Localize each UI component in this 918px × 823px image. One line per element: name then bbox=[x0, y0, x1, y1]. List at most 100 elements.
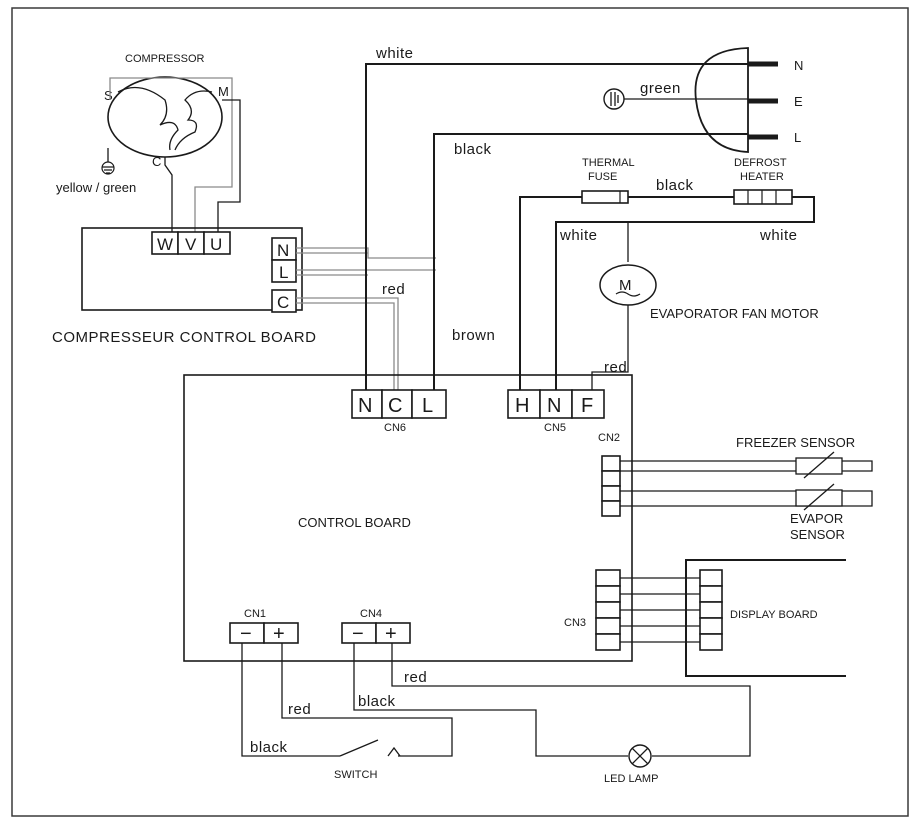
switch: SWITCH bbox=[334, 739, 401, 781]
cn4-plus: + bbox=[385, 623, 397, 645]
wire-cn1-black-label: black bbox=[250, 739, 288, 756]
plug-pin-e: E bbox=[794, 94, 803, 109]
switch-label: SWITCH bbox=[334, 769, 377, 781]
thermal-fuse: THERMAL FUSE bbox=[581, 157, 635, 204]
wire-black-fuse-label: black bbox=[656, 177, 694, 194]
display-board: DISPLAY BOARD bbox=[620, 559, 846, 677]
compressor-board-label: COMPRESSEUR CONTROL BOARD bbox=[52, 329, 316, 346]
cn1-label: CN1 bbox=[244, 608, 266, 620]
connector-cn5: H N F CN5 bbox=[507, 389, 605, 434]
compressor-title: COMPRESSOR bbox=[125, 53, 205, 65]
cn5-pin-h: H bbox=[515, 395, 529, 417]
mains-plug: N E L green bbox=[603, 47, 803, 153]
connector-cn3: CN3 bbox=[564, 569, 621, 651]
compressor-board-pin-l: L bbox=[279, 263, 288, 282]
wire-white-label: white bbox=[375, 45, 414, 62]
connector-cn1: CN1 − + bbox=[229, 608, 299, 645]
compressor-board-pin-v: V bbox=[185, 235, 197, 254]
ground-icon bbox=[101, 161, 115, 175]
compressor-board-pin-w: W bbox=[157, 235, 173, 254]
compressor: COMPRESSOR S M C yellow / green bbox=[56, 53, 229, 195]
wire-cn4-red bbox=[391, 643, 751, 757]
connector-cn2: CN2 bbox=[598, 432, 621, 517]
compressor-pin-m: M bbox=[218, 84, 229, 99]
wire-cn4-black-label: black bbox=[358, 693, 396, 710]
wire-cn4-red-label: red bbox=[404, 669, 427, 686]
compressor-board-pin-c: C bbox=[277, 293, 289, 312]
wire-white-left-label: white bbox=[559, 227, 598, 244]
wire-black-l bbox=[433, 133, 748, 392]
wire-black-label: black bbox=[454, 141, 492, 158]
wire-cn1-red bbox=[281, 643, 453, 757]
freezer-sensor-label: FREEZER SENSOR bbox=[736, 435, 855, 450]
wire-brown bbox=[519, 196, 582, 392]
display-board-box bbox=[685, 559, 846, 677]
led-lamp-label: LED LAMP bbox=[604, 773, 658, 785]
defrost-heater-label-1: DEFROST bbox=[734, 157, 787, 169]
freezer-sensor: FREEZER SENSOR bbox=[620, 435, 873, 479]
plug-body bbox=[694, 47, 749, 153]
wire-cn1-red-label: red bbox=[288, 701, 311, 718]
cn4-label: CN4 bbox=[360, 608, 382, 620]
fan-motor-label: EVAPORATOR FAN MOTOR bbox=[650, 306, 819, 321]
plug-pin-l: L bbox=[794, 130, 801, 145]
wire-compressor-w bbox=[164, 157, 173, 232]
connector-cn4: CN4 − + bbox=[341, 608, 411, 645]
evapor-sensor-icon bbox=[795, 489, 843, 507]
wire-brown-label: brown bbox=[452, 327, 495, 344]
display-board-label: DISPLAY BOARD bbox=[730, 609, 818, 621]
cn5-pin-n: N bbox=[547, 395, 561, 417]
wire-white-n bbox=[365, 63, 748, 392]
cn6-label: CN6 bbox=[384, 422, 406, 434]
defrost-heater-label-2: HEATER bbox=[740, 171, 784, 183]
wire-red-c-label: red bbox=[382, 281, 405, 298]
wire-cn4-black bbox=[353, 643, 628, 757]
defrost-heater: DEFROST HEATER bbox=[733, 157, 793, 205]
compressor-board-pin-u: U bbox=[210, 235, 222, 254]
cn4-minus: − bbox=[352, 623, 364, 645]
evapor-sensor: EVAPOR SENSOR bbox=[620, 483, 873, 542]
cn6-pin-n: N bbox=[358, 395, 372, 417]
cn5-label: CN5 bbox=[544, 422, 566, 434]
evapor-sensor-label-2: SENSOR bbox=[790, 527, 845, 542]
compressor-winding bbox=[117, 86, 213, 151]
wire-red-f-label: red bbox=[604, 359, 627, 376]
compressor-pin-c: C bbox=[152, 154, 161, 169]
connector-cn6: N C L CN6 bbox=[351, 389, 447, 434]
wire-green-label: green bbox=[640, 80, 681, 97]
plug-pin-n: N bbox=[794, 58, 803, 73]
evapor-sensor-label-1: EVAPOR bbox=[790, 511, 843, 526]
cn1-plus: + bbox=[273, 623, 285, 645]
control-board: CONTROL BOARD N C L CN6 H N F CN5 CN2 bbox=[183, 374, 633, 662]
evaporator-fan-motor: M red EVAPORATOR FAN MOTOR bbox=[591, 222, 819, 392]
led-lamp: LED LAMP bbox=[604, 744, 658, 785]
control-board-box bbox=[183, 374, 633, 662]
ground-label: yellow / green bbox=[56, 180, 136, 195]
wire-compressor-v bbox=[109, 77, 233, 232]
diagram-frame bbox=[11, 7, 909, 817]
freezer-sensor-icon bbox=[795, 457, 843, 475]
compressor-board-pin-n: N bbox=[277, 241, 289, 260]
cn1-minus: − bbox=[240, 623, 252, 645]
cn2-label: CN2 bbox=[598, 432, 620, 444]
cn5-pin-f: F bbox=[581, 395, 593, 417]
ground-terminal-icon bbox=[603, 88, 625, 110]
motor-symbol: M bbox=[619, 277, 632, 294]
switch-icon bbox=[339, 739, 401, 757]
wire-white-right-label: white bbox=[759, 227, 798, 244]
wire-red-f bbox=[591, 305, 629, 392]
wire-compressor-u bbox=[217, 99, 241, 232]
control-board-label: CONTROL BOARD bbox=[298, 515, 411, 530]
thermal-fuse-label-2: FUSE bbox=[588, 171, 617, 183]
compressor-board-box bbox=[81, 227, 303, 311]
wire-board-c bbox=[296, 297, 399, 392]
wire-cn1-black bbox=[241, 643, 340, 757]
cn6-pin-c: C bbox=[388, 395, 402, 417]
wire-heater-return bbox=[555, 196, 815, 392]
cn6-pin-l: L bbox=[422, 395, 433, 417]
compressor-control-board: W V U N L C COMPRESSEUR CONTROL BOARD bbox=[52, 227, 316, 346]
compressor-pin-s: S bbox=[104, 88, 113, 103]
cn3-label: CN3 bbox=[564, 617, 586, 629]
thermal-fuse-label-1: THERMAL bbox=[582, 157, 635, 169]
